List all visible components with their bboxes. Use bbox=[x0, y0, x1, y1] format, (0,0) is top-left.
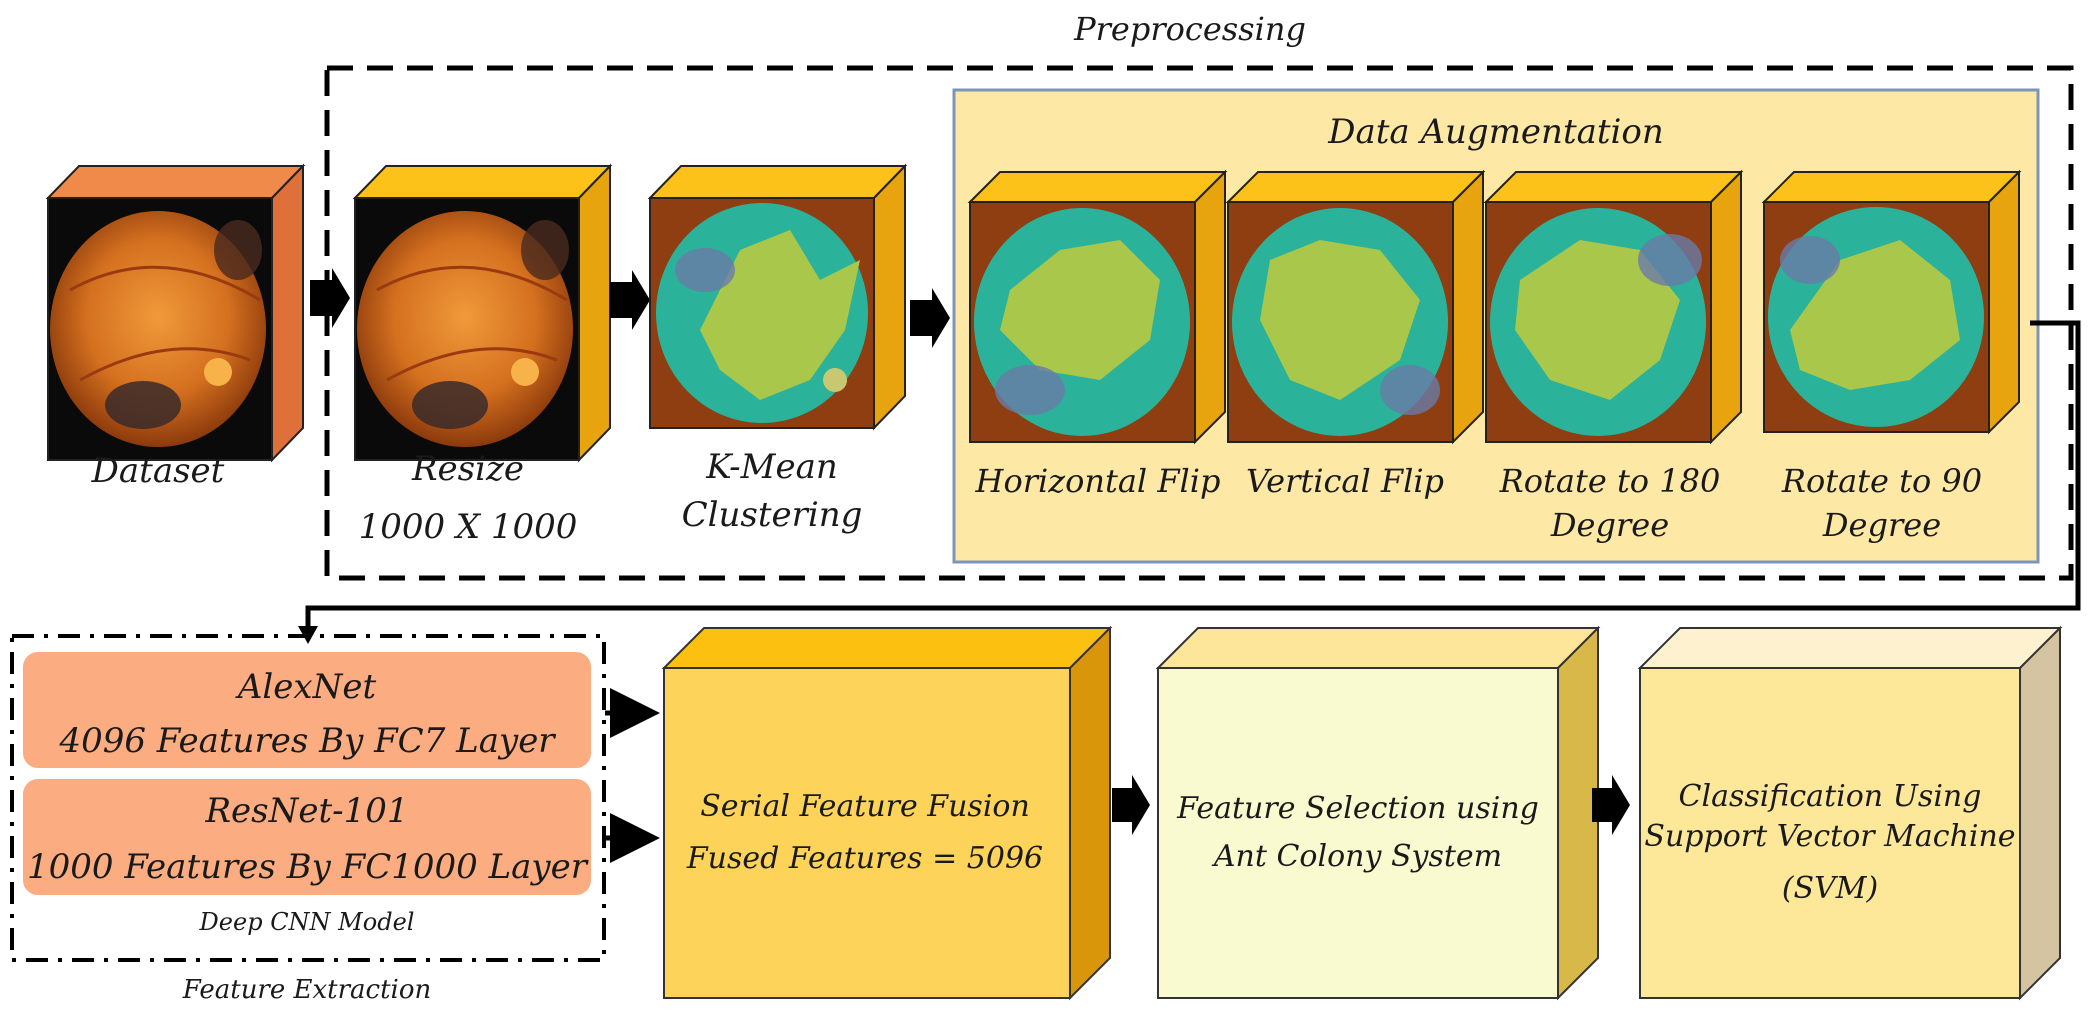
arrow-right-icon bbox=[610, 270, 650, 330]
classification-title: Classification Using bbox=[1679, 779, 1982, 814]
selection-title: Feature Selection using bbox=[1176, 791, 1539, 826]
rotate-90-label-2: Degree bbox=[1822, 506, 1941, 544]
resize-size-label: 1000 X 1000 bbox=[359, 507, 578, 547]
preprocessing-frame bbox=[324, 65, 2074, 581]
arrow-right-icon bbox=[1112, 775, 1150, 835]
arrow-right-icon bbox=[910, 288, 950, 348]
resnet-box bbox=[21, 777, 593, 897]
selection-method: Ant Colony System bbox=[1211, 839, 1502, 874]
kmean-label-2: Clustering bbox=[682, 495, 863, 535]
rotate-180-cube bbox=[1483, 169, 1744, 445]
resize-cube bbox=[352, 163, 613, 463]
fusion-title: Serial Feature Fusion bbox=[700, 789, 1030, 824]
resize-label: Resize bbox=[411, 449, 524, 489]
resnet-features: 1000 Features By FC1000 Layer bbox=[27, 847, 589, 887]
kmean-label: K-Mean bbox=[705, 447, 838, 487]
alexnet-features: 4096 Features By FC7 Layer bbox=[58, 721, 556, 761]
classification-abbrev: (SVM) bbox=[1782, 871, 1878, 906]
rotate-90-cube bbox=[1761, 169, 2022, 435]
arrow-right-icon bbox=[310, 268, 350, 328]
rotate-180-label: Rotate to 180 bbox=[1499, 462, 1721, 500]
rotate-180-label-2: Degree bbox=[1550, 506, 1669, 544]
vertical-flip-cube bbox=[1225, 169, 1486, 445]
fusion-cube bbox=[661, 625, 1113, 1001]
model-caption: Deep CNN Model bbox=[199, 908, 415, 936]
rotate-90-label: Rotate to 90 bbox=[1781, 462, 1982, 500]
horizontal-flip-label: Horizontal Flip bbox=[975, 462, 1221, 500]
vertical-flip-label: Vertical Flip bbox=[1246, 462, 1444, 500]
connector-line bbox=[305, 320, 2081, 628]
classification-cube bbox=[1637, 625, 2063, 1001]
alexnet-name: AlexNet bbox=[235, 667, 377, 707]
kmean-cube bbox=[647, 163, 908, 431]
feature-extraction-title: Feature Extraction bbox=[182, 975, 432, 1005]
augmentation-title: Data Augmentation bbox=[1327, 112, 1664, 152]
classification-method: Support Vector Machine bbox=[1644, 819, 2015, 854]
arrow-right-icon bbox=[1592, 775, 1630, 835]
resnet-name: ResNet-101 bbox=[204, 791, 408, 831]
dataset-cube bbox=[45, 163, 306, 463]
dataset-label: Dataset bbox=[91, 451, 225, 491]
horizontal-flip-cube bbox=[967, 169, 1228, 445]
fusion-count: Fused Features = 5096 bbox=[686, 841, 1043, 876]
feature-extraction-frame bbox=[10, 634, 606, 962]
alexnet-box bbox=[21, 650, 593, 770]
selection-cube bbox=[1155, 625, 1601, 1001]
preprocessing-title: Preprocessing bbox=[1073, 10, 1306, 48]
